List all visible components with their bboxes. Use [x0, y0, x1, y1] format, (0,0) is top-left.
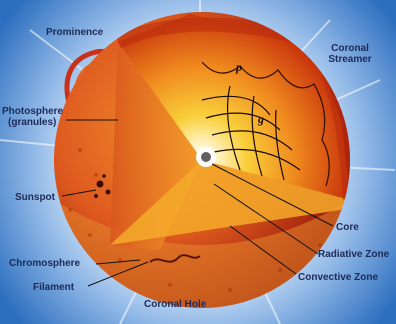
label-convective-zone: Convective Zone [298, 272, 378, 283]
label-coronal-streamer-line2: Streamer [318, 54, 382, 65]
label-prominence: Prominence [46, 27, 103, 38]
label-chromosphere: Chromosphere [9, 258, 80, 269]
label-g-mode: g [258, 114, 264, 125]
core-center [201, 152, 211, 162]
label-photosphere-line2: (granules) [8, 117, 56, 128]
label-filament: Filament [33, 282, 74, 293]
label-p-mode: p [236, 62, 242, 73]
label-coronal-streamer-line1: Coronal [318, 43, 382, 54]
label-core: Core [336, 222, 359, 233]
label-coronal-hole: Coronal Hole [144, 299, 206, 310]
label-radiative-zone: Radiative Zone [318, 249, 389, 260]
label-sunspot: Sunspot [15, 192, 55, 203]
label-photosphere-line1: Photosphere [2, 106, 63, 117]
